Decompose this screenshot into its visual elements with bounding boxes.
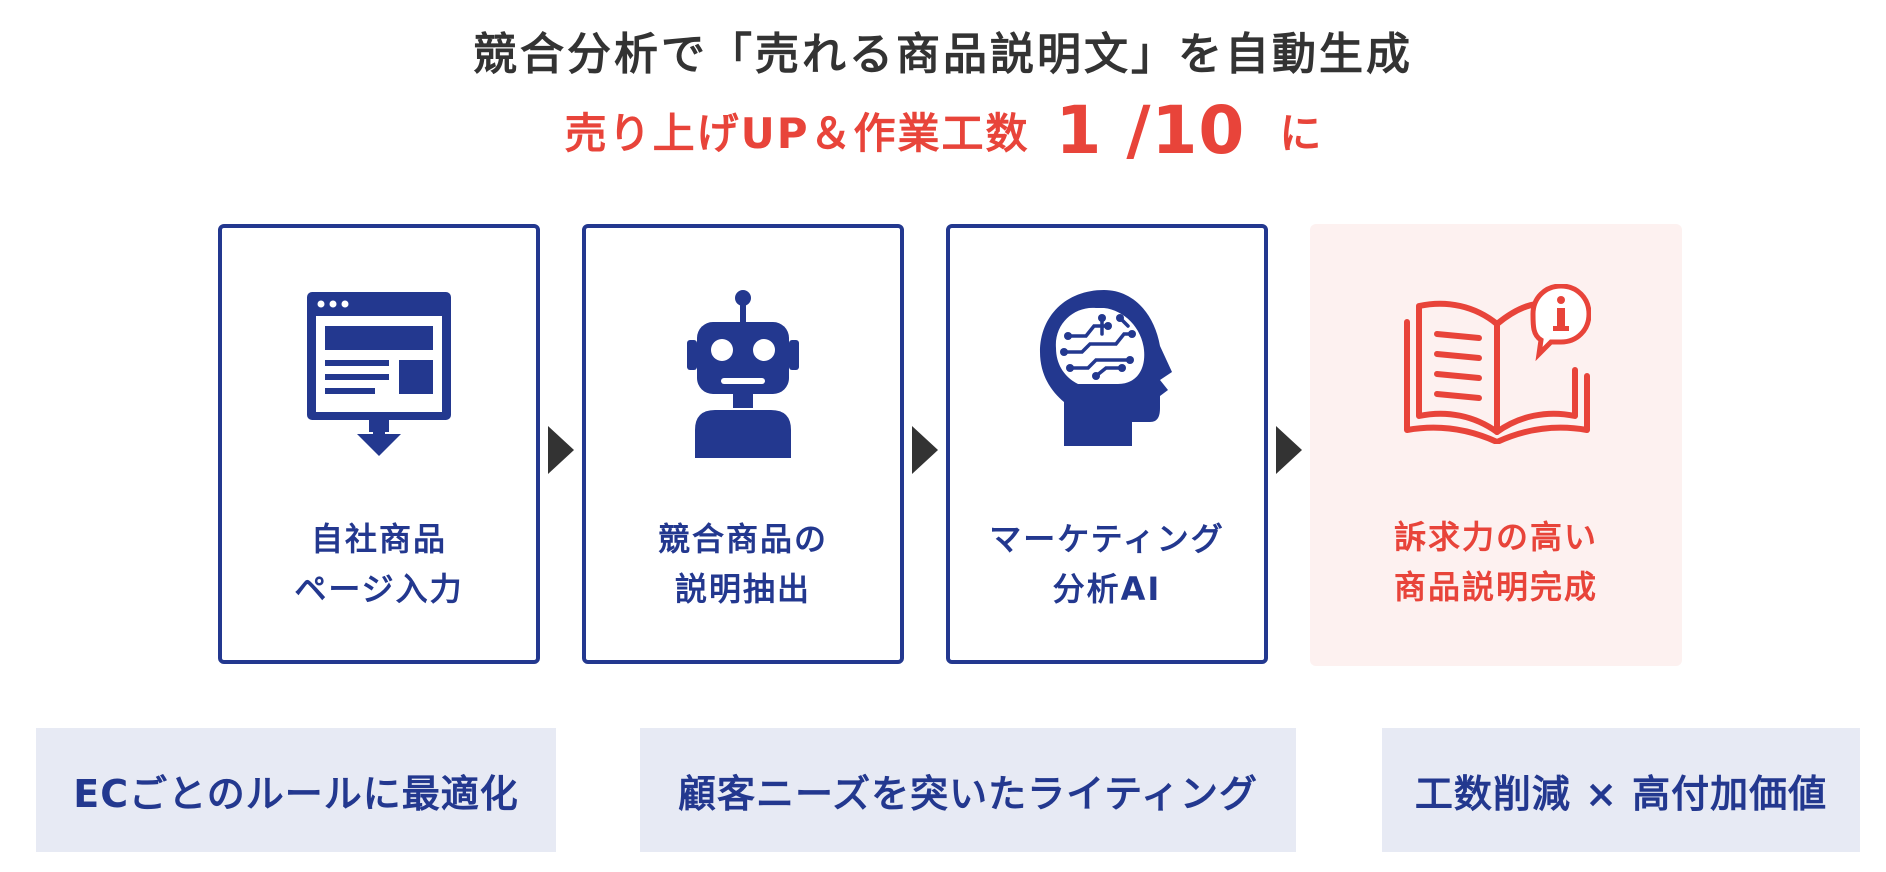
- book-info-icon: [1404, 284, 1591, 444]
- flow-arrow-icon: [548, 426, 574, 474]
- page-title: 競合分析で「売れる商品説明文」を自動生成: [473, 29, 1413, 80]
- feature-badge: 工数削減 × 高付加価値: [1382, 728, 1860, 852]
- step-label: マーケティング 分析AI: [989, 520, 1225, 608]
- robot-icon: [687, 290, 799, 458]
- webpage-download-icon: [307, 292, 451, 456]
- ai-brain-head-icon: [1040, 290, 1172, 446]
- step-label: 自社商品 ページ入力: [294, 520, 464, 608]
- step-box-ai: マーケティング 分析AI: [946, 224, 1268, 664]
- subtitle-prefix: 売り上げUP＆作業工数: [564, 109, 1030, 158]
- feature-badge: 顧客ニーズを突いたライティング: [640, 728, 1296, 852]
- step-label: 競合商品の 説明抽出: [657, 520, 828, 608]
- step-label: 訴求力の高い 商品説明完成: [1393, 518, 1598, 606]
- subtitle-number: 1 /10: [1055, 92, 1246, 169]
- feature-badge: ECごとのルールに最適化: [36, 728, 556, 852]
- step-box-result: 訴求力の高い 商品説明完成: [1310, 224, 1682, 666]
- step-box-extract: 競合商品の 説明抽出: [582, 224, 904, 664]
- subtitle: 売り上げUP＆作業工数 1 /10 に: [0, 92, 1886, 169]
- flow-arrow-icon: [1276, 426, 1302, 474]
- flow-arrow-icon: [912, 426, 938, 474]
- subtitle-suffix: に: [1279, 109, 1322, 158]
- step-box-input: 自社商品 ページ入力: [218, 224, 540, 664]
